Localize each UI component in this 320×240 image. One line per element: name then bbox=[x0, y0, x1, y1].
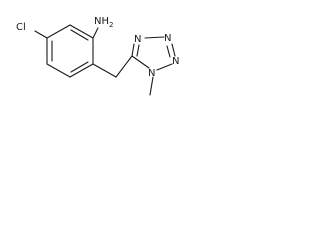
bond-ring-bottom-right bbox=[69, 63, 94, 78]
bond-c5-n4 bbox=[131, 43, 135, 57]
tetrazole-n1-label: N bbox=[148, 68, 155, 79]
bond-ring-top-right bbox=[69, 24, 94, 39]
amine-label: NH2 bbox=[94, 16, 113, 29]
tetrazole-n2-label: N bbox=[172, 56, 179, 67]
bond-n2-n1 bbox=[156, 63, 173, 71]
bond-c5-n4-double bbox=[136, 44, 140, 57]
tetrazole-n3-label: N bbox=[164, 33, 171, 44]
bond-ch2-to-tetrazole bbox=[115, 55, 133, 78]
bond-n1-c5 bbox=[131, 55, 150, 69]
bond-n3-n2-double bbox=[166, 45, 171, 58]
chloro-label: Cl bbox=[16, 22, 26, 33]
bond-ring-bottom-left bbox=[46, 63, 71, 78]
methylene-bridge bbox=[92, 55, 133, 78]
tetrazole-ring bbox=[131, 36, 176, 71]
bond-chloro bbox=[34, 30, 48, 39]
bond-ring-top-left bbox=[46, 24, 71, 39]
bond-amine bbox=[92, 27, 99, 39]
bond-n4-n3 bbox=[144, 36, 165, 39]
bond-ring-double-bottom bbox=[70, 61, 89, 73]
tetrazole-n4-label: N bbox=[134, 34, 141, 45]
benzene-ring bbox=[46, 24, 94, 78]
bond-n1-methyl bbox=[149, 76, 154, 96]
bond-ring-to-ch2 bbox=[92, 63, 117, 78]
amine-h-subscript: 2 bbox=[109, 21, 113, 29]
amine-nh: NH bbox=[94, 16, 109, 27]
bond-n3-n2 bbox=[171, 43, 176, 57]
molecule-structure: Cl NH2 N N N N bbox=[16, 16, 179, 96]
bond-ring-double-top bbox=[70, 29, 89, 41]
